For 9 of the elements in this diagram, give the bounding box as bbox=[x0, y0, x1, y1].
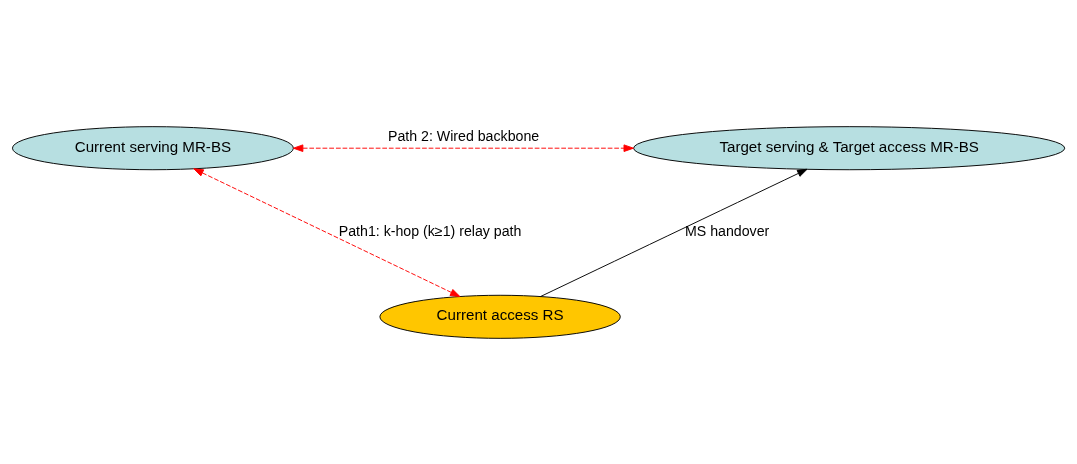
arrow bbox=[540, 168, 808, 297]
edge-label: MS handover bbox=[684, 222, 770, 239]
edge-label: Path1: k-hop (k≥1) relay path bbox=[338, 222, 522, 239]
arrow bbox=[193, 167, 461, 297]
node-ellipse: Current serving MR-BS bbox=[12, 125, 294, 170]
edge-label: Path 2: Wired backbone bbox=[387, 127, 540, 144]
node-ellipse: Target serving & Target access MR-BS bbox=[633, 125, 1066, 170]
arrow bbox=[292, 143, 634, 152]
node-ellipse: Current access RS bbox=[379, 294, 621, 339]
